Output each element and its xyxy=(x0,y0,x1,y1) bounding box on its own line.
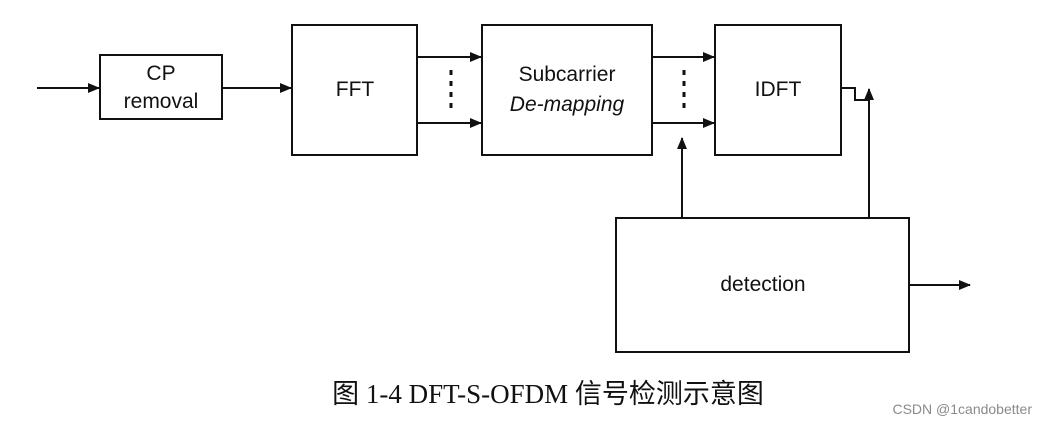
cp-removal-block: CP removal xyxy=(99,54,223,120)
idft-label: IDFT xyxy=(755,78,802,101)
detection-block: detection xyxy=(615,217,910,353)
fft-block: FFT xyxy=(291,24,418,156)
idft-output-wire xyxy=(841,87,869,101)
cp-removal-label-line2: removal xyxy=(124,90,199,113)
fft-label: FFT xyxy=(336,78,375,101)
subcarrier-demapping-label-line2: De-mapping xyxy=(510,93,625,116)
figure-caption: 图 1-4 DFT-S-OFDM 信号检测示意图 xyxy=(332,379,764,409)
subcarrier-demapping-label-line1: Subcarrier xyxy=(519,63,616,86)
cp-removal-label-line1: CP xyxy=(146,62,175,85)
detection-label: detection xyxy=(720,273,805,296)
subcarrier-demapping-block: Subcarrier De-mapping xyxy=(481,24,653,156)
watermark-text: CSDN @1candobetter xyxy=(892,401,1032,417)
idft-block: IDFT xyxy=(714,24,842,156)
